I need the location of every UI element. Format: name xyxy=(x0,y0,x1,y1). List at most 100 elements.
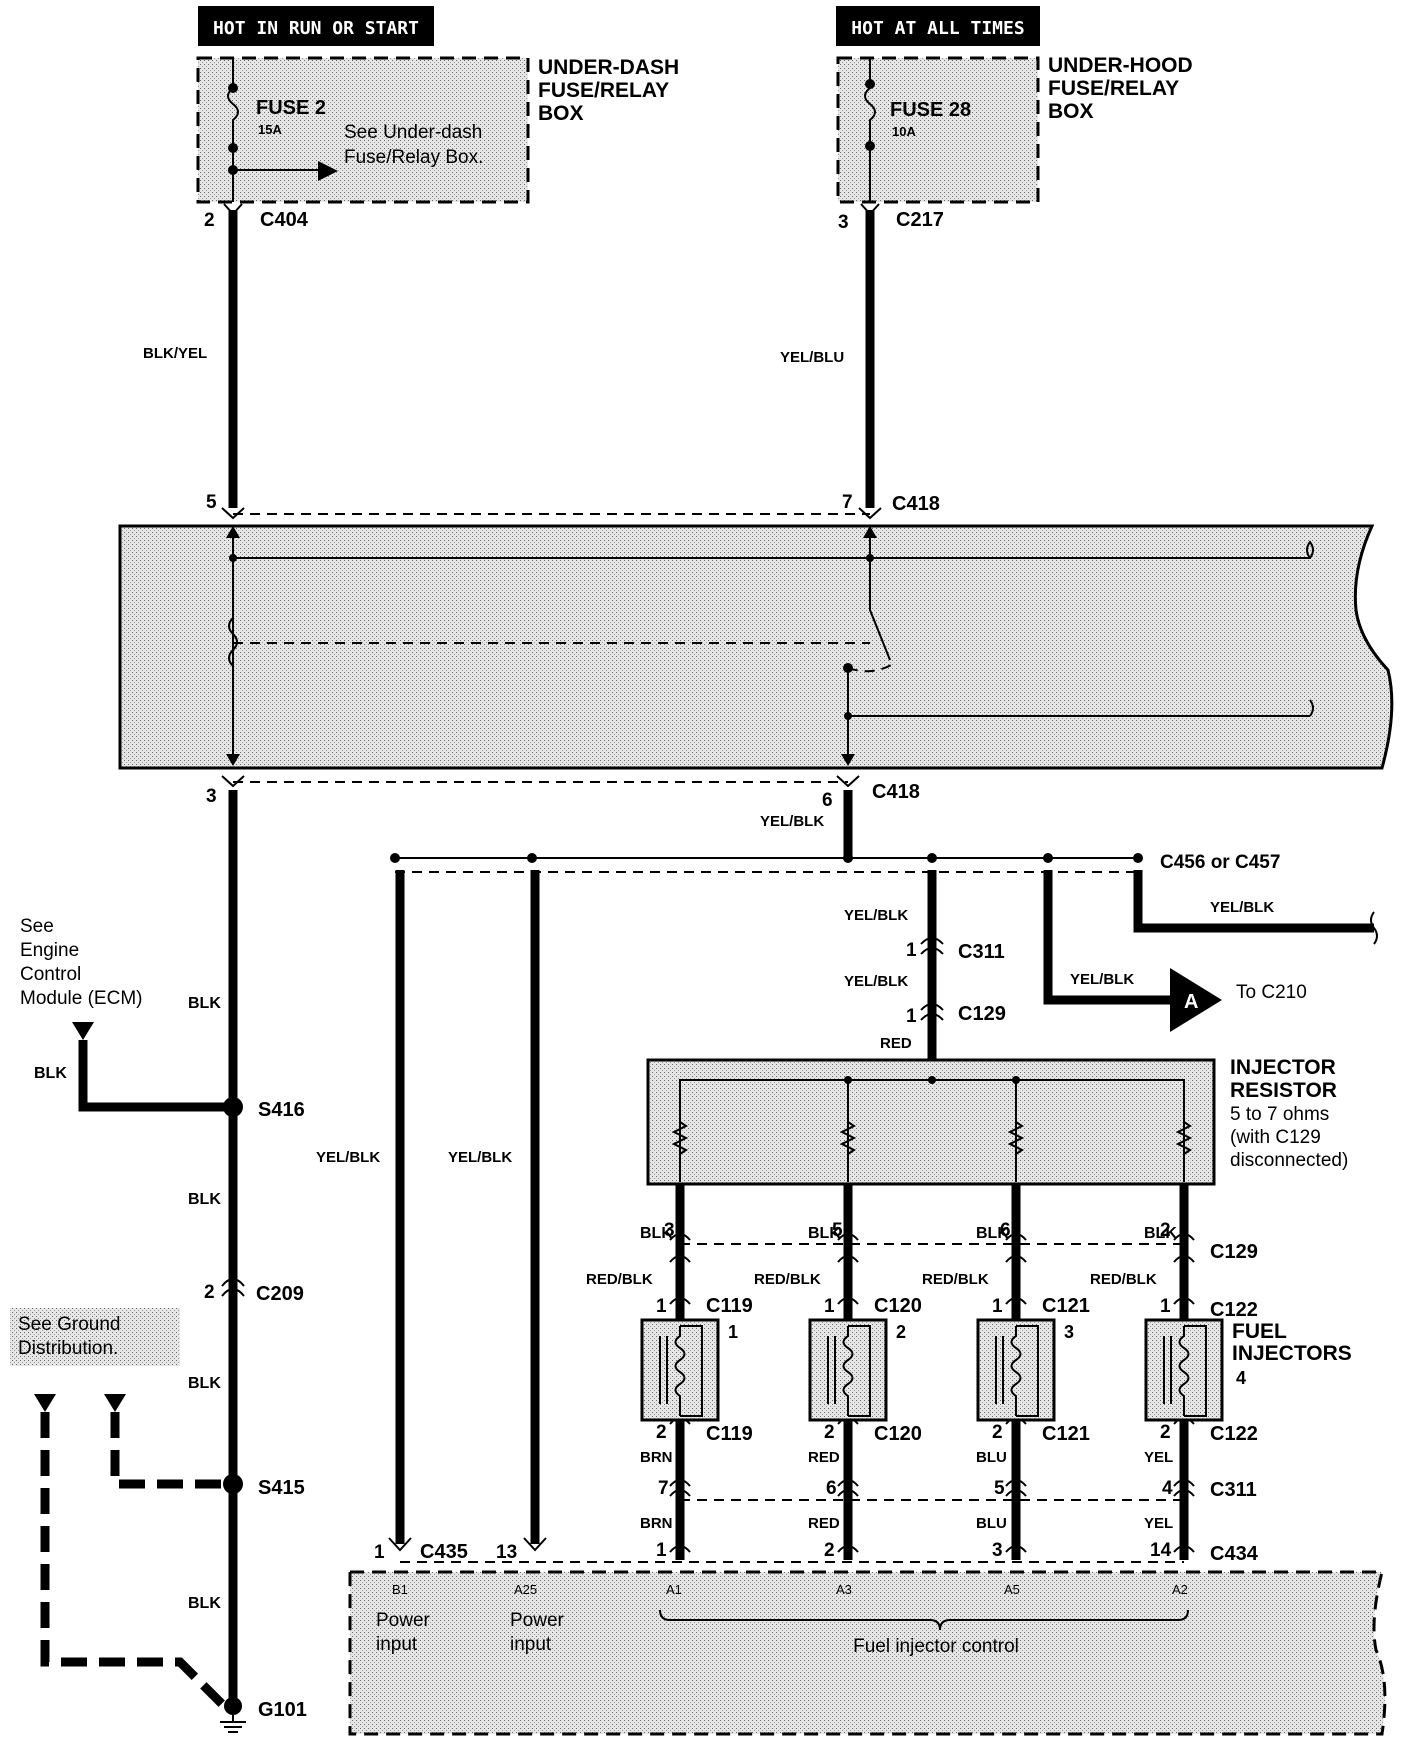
c418-bottom-label: C418 xyxy=(872,781,920,803)
injector-1-conn-top: C119 xyxy=(706,1295,753,1317)
ecm-pin-b1: B1 xyxy=(392,1582,408,1597)
wire-label-blk-inj-2: BLK xyxy=(808,1225,841,1242)
wire-label-color-2-b: RED xyxy=(808,1515,840,1532)
wire-label-color-3-b: BLU xyxy=(976,1515,1007,1532)
wire-label-blk-inj-4: BLK xyxy=(1144,1225,1177,1242)
ecm-power-1: Power xyxy=(376,1610,431,1631)
c435-pin: 1 xyxy=(374,1542,385,1563)
s416-label: S416 xyxy=(258,1099,305,1121)
c129-pin-2: 5 xyxy=(832,1220,843,1241)
ground-ref-2: Distribution. xyxy=(18,1338,118,1359)
c418-pin7: 7 xyxy=(842,492,853,513)
resistor-label-1: INJECTOR xyxy=(1230,1056,1336,1079)
wire-label-yel-blk-c311: YEL/BLK xyxy=(844,907,908,924)
c456-label: C456 or C457 xyxy=(1160,852,1280,873)
resistor-label-2: RESISTOR xyxy=(1230,1079,1337,1102)
c434-pin-1: 1 xyxy=(656,1540,667,1561)
wire-label-yel-blk-c129: YEL/BLK xyxy=(844,973,908,990)
c129-top-pin: 1 xyxy=(906,1006,917,1027)
underhood-label-1: UNDER-HOOD xyxy=(1048,54,1193,77)
c129-pin-1: 3 xyxy=(664,1220,675,1241)
ecm-box xyxy=(348,1570,1387,1736)
underdash-label-1: UNDER-DASH xyxy=(538,56,679,79)
underdash-label-3: BOX xyxy=(538,102,584,125)
injector-4-pin1: 1 xyxy=(1160,1296,1171,1317)
c434-pin-2: 2 xyxy=(824,1540,835,1561)
c311-pin-1: 7 xyxy=(658,1478,669,1499)
wire-label-red-blk-1: RED/BLK xyxy=(586,1271,653,1288)
injector-3-conn-top: C121 xyxy=(1042,1295,1090,1317)
marker-a: A xyxy=(1184,991,1198,1013)
ecm-input-2: input xyxy=(510,1634,552,1655)
wire-label-blk-1: BLK xyxy=(188,995,221,1012)
c217-label: C217 xyxy=(896,209,944,231)
hot-run-start-label: HOT IN RUN OR START xyxy=(213,18,419,39)
wire-label-color-2-a: RED xyxy=(808,1449,840,1466)
see-arrow-icon xyxy=(318,161,338,181)
c311-pin-2: 6 xyxy=(826,1478,837,1499)
c311-pin-4: 4 xyxy=(1162,1478,1173,1499)
ground-ref-box xyxy=(10,1308,180,1366)
c122-lower-label: C122 xyxy=(1210,1423,1258,1445)
wire-label-color-1-b: BRN xyxy=(640,1515,673,1532)
wire-label-yel-blu: YEL/BLU xyxy=(780,349,844,366)
wire-label-yel-blk-feed: YEL/BLK xyxy=(760,813,824,830)
injector-3-conn-bottom: C121 xyxy=(1042,1423,1090,1445)
underdash-fuse-box xyxy=(196,56,530,204)
ecm-power-2: Power xyxy=(510,1610,565,1631)
underhood-label-2: FUSE/RELAY xyxy=(1048,77,1179,100)
ground-ref-arrow-2-icon xyxy=(104,1394,126,1412)
c418-pin5: 5 xyxy=(206,492,217,513)
g101-label: G101 xyxy=(258,1699,307,1721)
underdash-relay-box-body xyxy=(118,524,1394,770)
wire-label-yel-blk-a25: YEL/BLK xyxy=(448,1149,512,1166)
c404-label: C404 xyxy=(260,209,309,231)
fuse-28-symbol xyxy=(864,58,876,202)
wire-label-blk-inj-3: BLK xyxy=(976,1225,1009,1242)
wire-yel-blk-out xyxy=(1133,870,1374,933)
wire-label-color-1-a: BRN xyxy=(640,1449,673,1466)
resistor-symbols xyxy=(671,1121,1193,1155)
ecm-control-label: Fuel injector control xyxy=(853,1636,1019,1657)
fuse-28-label: FUSE 28 xyxy=(890,99,971,121)
fuse-28-amps: 10A xyxy=(892,124,916,139)
ground-g101-icon xyxy=(220,1712,246,1733)
c209-pin: 2 xyxy=(204,1282,215,1303)
c435-label: C435 xyxy=(420,1541,468,1563)
c122-label: C122 xyxy=(1210,1299,1258,1321)
injector-2-num: 2 xyxy=(896,1322,906,1342)
c217-pin: 3 xyxy=(838,212,849,233)
c404-pin: 2 xyxy=(204,210,215,231)
see-underdash-line1: See Under-dash xyxy=(344,122,482,143)
see-underdash-line2: Fuse/Relay Box. xyxy=(344,147,483,168)
underdash-label-2: FUSE/RELAY xyxy=(538,79,669,102)
injector-1-pin2: 2 xyxy=(656,1422,667,1443)
ground-ref-1: See Ground xyxy=(18,1314,120,1335)
injector-3-num: 3 xyxy=(1064,1322,1074,1342)
c434-label: C434 xyxy=(1210,1543,1259,1565)
wire-label-color-4-b: YEL xyxy=(1144,1515,1173,1532)
fuse-2-label: FUSE 2 xyxy=(256,97,326,119)
ecm-ref-3: Control xyxy=(20,964,81,985)
connector-a-arrow-icon xyxy=(1170,968,1222,1032)
injector-1-coil-icon xyxy=(674,1326,686,1416)
wire-label-blk-2: BLK xyxy=(188,1191,221,1208)
injector-1-num: 1 xyxy=(728,1322,738,1342)
wire-label-color-4-a: YEL xyxy=(1144,1449,1173,1466)
ecm-ref-1: See xyxy=(20,916,54,937)
wire-yel-blk-c210 xyxy=(1043,870,1170,1005)
hot-run-start-label-box xyxy=(198,6,434,46)
wire-label-yel-blk-b1: YEL/BLK xyxy=(316,1149,380,1166)
injector-3-pin1: 1 xyxy=(992,1296,1003,1317)
s415-label: S415 xyxy=(258,1477,305,1499)
splice-s416 xyxy=(223,1097,243,1117)
injector-3-pin2: 2 xyxy=(992,1422,1003,1443)
c311-top-pin: 1 xyxy=(906,940,917,961)
wire-label-blk-3: BLK xyxy=(188,1375,221,1392)
wire-label-red-blk-2: RED/BLK xyxy=(754,1271,821,1288)
splice-s415 xyxy=(223,1474,243,1494)
injectors-title-1: FUEL xyxy=(1232,1320,1287,1343)
injector-num-4: 4 xyxy=(1236,1368,1246,1388)
